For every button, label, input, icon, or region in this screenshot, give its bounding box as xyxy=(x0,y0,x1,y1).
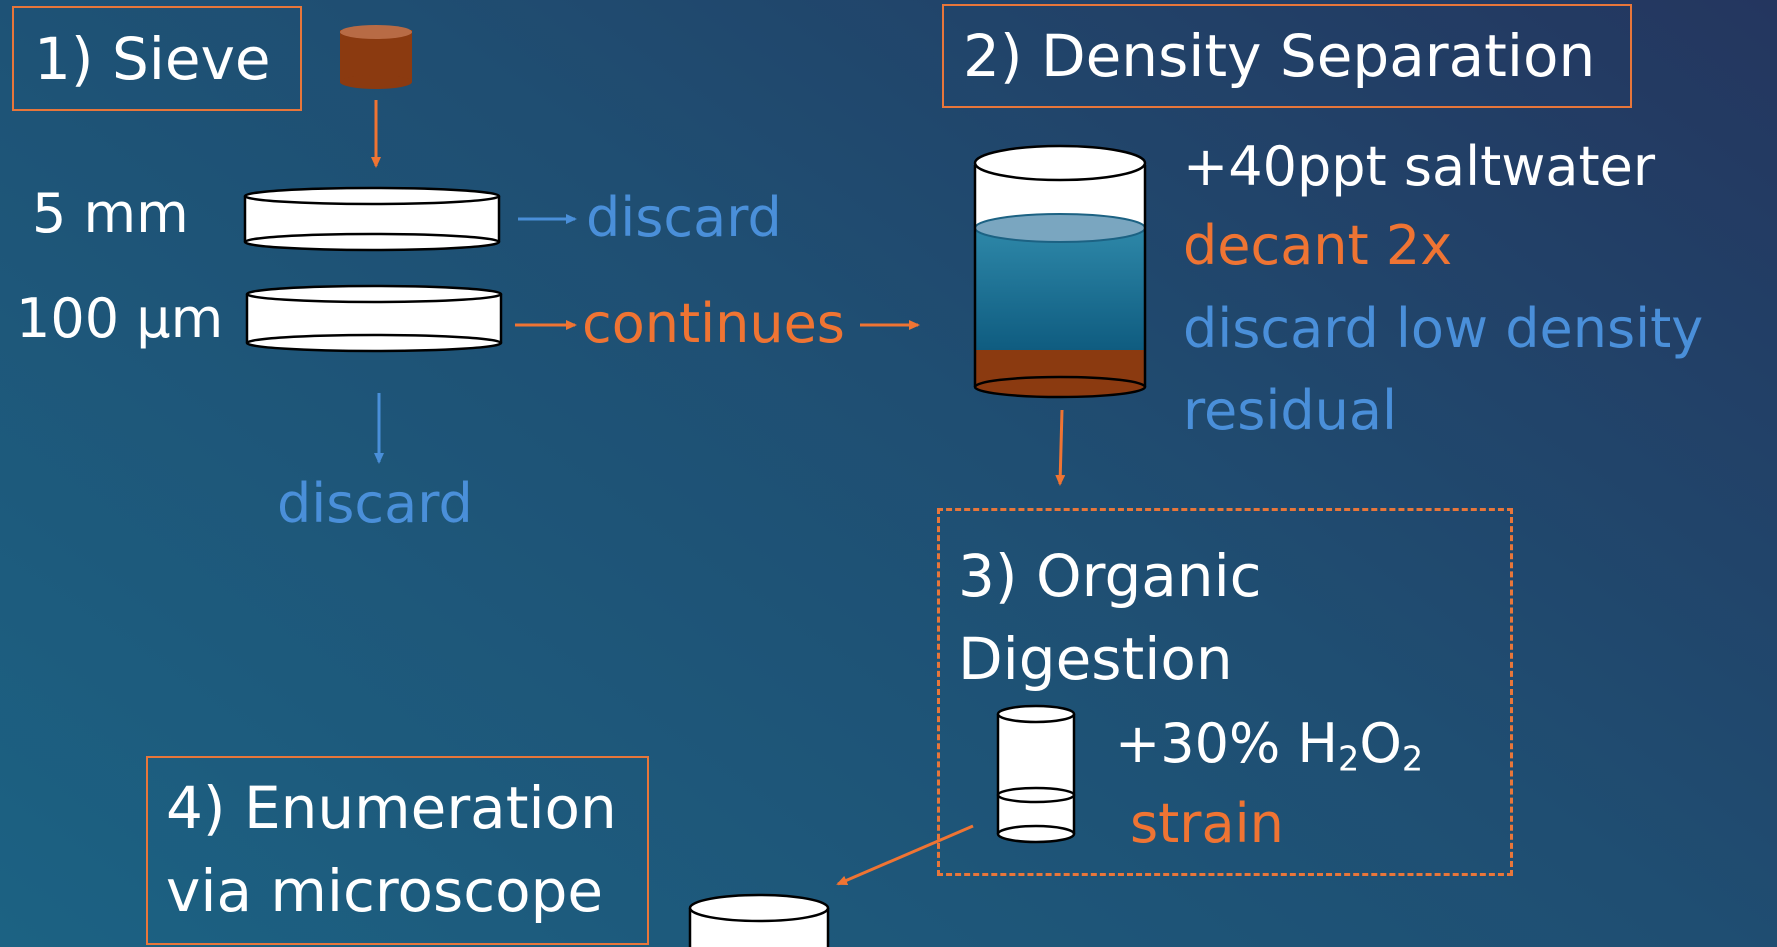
mesh-100um-label: 100 µm xyxy=(16,287,224,350)
density-discard-line2: residual xyxy=(1183,379,1397,442)
mesh-5mm-label: 5 mm xyxy=(32,182,189,245)
discard-fine-label: discard xyxy=(277,472,473,535)
density-add-label: +40ppt saltwater xyxy=(1183,135,1656,198)
discard-coarse-label: discard xyxy=(586,186,782,249)
density-beaker-icon xyxy=(973,144,1147,399)
organic-strain-label: strain xyxy=(1130,792,1284,855)
density-discard-line1: discard low density xyxy=(1183,297,1704,360)
step-density-title: 2) Density Separation xyxy=(963,22,1596,90)
step-density-box xyxy=(942,4,1632,108)
step-enumeration-title-line1: 4) Enumeration xyxy=(166,774,617,842)
sieve-100um-icon xyxy=(245,284,503,353)
sample-core-icon xyxy=(340,25,412,89)
step-organic-title-line1: 3) Organic xyxy=(958,542,1262,610)
petri-dish-icon xyxy=(688,893,830,947)
step-sieve-box xyxy=(12,6,302,111)
step-organic-box xyxy=(937,508,1513,876)
continues-label: continues xyxy=(582,292,845,355)
organic-add-label: +30% H2O2 xyxy=(1115,712,1424,779)
step-sieve-title: 1) Sieve xyxy=(34,25,271,93)
step-organic-title-line2: Digestion xyxy=(958,625,1233,693)
arrow-organic-to-dish xyxy=(836,824,974,886)
digestion-tube-icon xyxy=(996,704,1076,844)
density-decant-label: decant 2x xyxy=(1183,214,1453,277)
sieve-5mm-icon xyxy=(243,186,501,252)
step-enumeration-box xyxy=(146,756,649,945)
arrow-density-to-organic xyxy=(1055,409,1066,486)
step-enumeration-title-line2: via microscope xyxy=(166,857,604,925)
